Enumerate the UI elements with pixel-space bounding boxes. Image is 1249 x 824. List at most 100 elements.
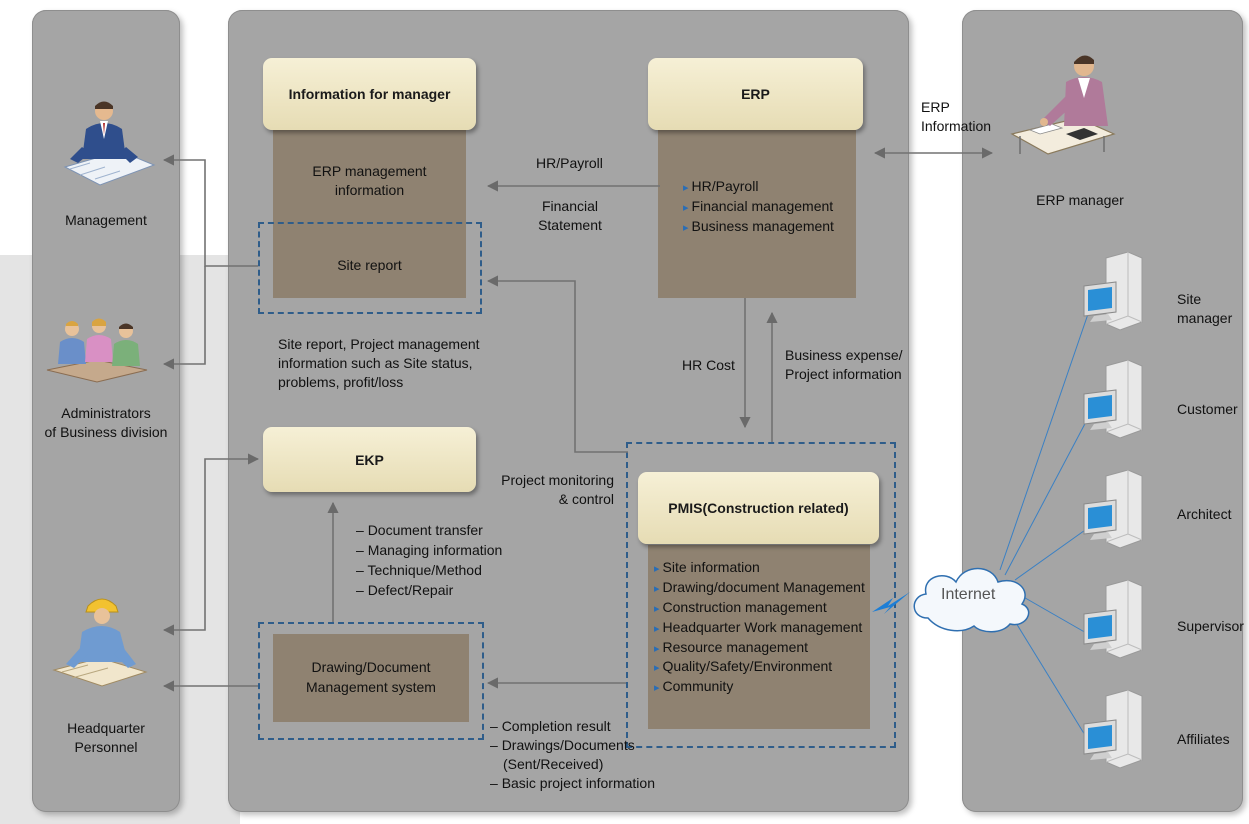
pmis-output-completion: – Completion result <box>490 718 611 734</box>
internet-line-site <box>999 313 1089 571</box>
site-report-dashed-group <box>258 222 482 314</box>
erp-management-info-line1: ERP management <box>312 163 427 179</box>
internet-cloud-icon <box>913 567 1030 633</box>
erp-manager-desk-icon <box>1010 55 1116 155</box>
hr-payroll-label: HR/Payroll <box>536 155 603 171</box>
customer-label: Customer <box>1177 401 1238 417</box>
site-manager-label: Site manager <box>1177 290 1232 328</box>
erp-items-list: HR/Payroll Financial management Business… <box>683 177 834 237</box>
erp-management-info-line2: information <box>334 181 405 198</box>
ekp-item-technique-method: Technique/Method <box>356 561 502 581</box>
erp-title-text: ERP <box>741 86 770 102</box>
dms-dashed-group <box>258 622 484 740</box>
pmis-items-list: Site information Drawing/document Manage… <box>654 558 865 697</box>
administrators-line2: of Business division <box>44 423 168 440</box>
site-report-info-line2: information such as Site status, <box>278 354 473 371</box>
dms-title-line1: Drawing/Document <box>311 659 431 676</box>
pmis-output-drawings-text: Drawings/Documents <box>501 736 635 753</box>
hr-cost-label: HR Cost <box>682 357 735 373</box>
financial-statement-line2: Statement <box>538 216 602 233</box>
engineer-icon <box>52 598 148 687</box>
internet-line-architect <box>1014 527 1089 581</box>
administrators-label: Administrators of Business division <box>32 404 180 442</box>
financial-statement-line1: Financial <box>541 198 599 214</box>
supervisor-label: Supervisor <box>1177 618 1244 634</box>
headquarter-personnel-line1: Headquarter <box>67 720 145 736</box>
computer-terminal-icon <box>1083 470 1143 549</box>
erp-management-info-label: ERP management information <box>278 162 461 200</box>
headquarter-personnel-label: Headquarter Personnel <box>32 719 180 757</box>
business-expense-label: Business expense/ Project information <box>785 346 903 384</box>
business-meeting-icon <box>46 318 148 383</box>
erp-management-info-box <box>273 130 466 298</box>
business-expense-line1: Business expense/ <box>785 347 903 363</box>
pmis-item-headquarter-work: Headquarter Work management <box>654 618 865 638</box>
internet-line-affiliates <box>1004 604 1089 741</box>
computer-terminal-icon <box>1083 360 1143 439</box>
erp-item-financial-management: Financial management <box>683 197 834 217</box>
pmis-item-site-information: Site information <box>654 558 865 578</box>
dms-box: Drawing/Document Management system <box>273 634 469 722</box>
dms-title: Drawing/Document Management system <box>306 658 436 697</box>
pmis-output-basic-text: Basic project information <box>501 774 655 791</box>
site-report-to-admin-line <box>162 266 206 370</box>
erp-item-hr-payroll: HR/Payroll <box>683 177 834 197</box>
computer-terminal-icon <box>1083 690 1143 769</box>
financial-statement-label: Financial Statement <box>530 197 610 235</box>
site-report-label: Site report <box>337 257 402 273</box>
manager-person-icon <box>63 101 156 186</box>
ekp-item-managing-information: Managing information <box>356 541 503 561</box>
erp-title: ERP <box>648 58 863 130</box>
ekp-title-text: EKP <box>355 451 384 468</box>
internet-line-customer <box>1004 417 1089 576</box>
erp-information-line1: ERP <box>921 99 950 115</box>
site-manager-line1: Site <box>1177 291 1202 307</box>
computer-terminal-icon <box>1083 252 1143 331</box>
ekp-item-defect-repair: Defect/Repair <box>356 581 502 601</box>
computer-terminal-icon <box>1083 580 1143 659</box>
administrators-line1: Administrators <box>61 405 151 421</box>
affiliates-label: Affiliates <box>1177 731 1230 747</box>
pmis-dashed-group <box>626 442 896 748</box>
business-expense-line2: Project information <box>785 365 902 382</box>
erp-item-business-management: Business management <box>683 217 834 237</box>
pmis-title-text: PMIS(Construction related) <box>668 500 849 516</box>
site-report-info-line1: Site report, Project management <box>278 336 480 352</box>
site-report-to-left-line <box>162 154 258 267</box>
pmis-output-basic: – Basic project information <box>490 774 655 791</box>
info-for-manager-title-text: Information for manager <box>288 86 451 102</box>
pmis-to-site-report-arrow <box>486 275 628 453</box>
site-manager-line2: manager <box>1177 309 1233 326</box>
lightning-icon <box>872 592 910 614</box>
pmis-output-completion-text: Completion result <box>501 718 611 734</box>
architect-label: Architect <box>1177 506 1232 522</box>
pmis-output-drawings-line2: (Sent/Received) <box>503 755 604 772</box>
dms-title-line2: Management system <box>306 679 436 695</box>
ekp-title: EKP <box>263 427 476 492</box>
headquarter-personnel-line2: Personnel <box>74 738 138 755</box>
site-report-info-line3: problems, profit/loss <box>278 373 404 390</box>
pmis-item-quality-safety: Quality/Safety/Environment <box>654 657 865 677</box>
ekp-items-list: Document transfer Managing information T… <box>356 521 502 601</box>
pmis-outputs-list: – Completion result – Drawings/Documents… <box>490 717 655 793</box>
site-report-info-label: Site report, Project management informat… <box>278 335 480 392</box>
ekp-hq-double-arrow <box>162 453 260 636</box>
pmis-item-construction-management: Construction management <box>654 598 865 618</box>
ekp-item-document-transfer: Document transfer <box>356 521 502 541</box>
pmis-output-drawings: – Drawings/Documents <box>490 736 635 753</box>
info-for-manager-title: Information for manager <box>263 58 476 130</box>
erp-manager-label: ERP manager <box>1036 192 1124 208</box>
pmis-item-community: Community <box>654 677 865 697</box>
internet-label: Internet <box>941 586 996 603</box>
pmis-title: PMIS(Construction related) <box>638 472 879 544</box>
pmis-item-drawing-document: Drawing/document Management <box>654 578 865 598</box>
pmis-item-resource-management: Resource management <box>654 638 865 658</box>
project-monitoring-line2: & control <box>558 490 614 507</box>
project-monitoring-label: Project monitoring & control <box>494 471 614 509</box>
internet-line-supervisor <box>1019 594 1089 635</box>
erp-information-label: ERP Information <box>921 98 991 136</box>
project-monitoring-line1: Project monitoring <box>501 472 614 488</box>
management-label: Management <box>65 212 147 228</box>
erp-information-line2: Information <box>921 117 992 134</box>
